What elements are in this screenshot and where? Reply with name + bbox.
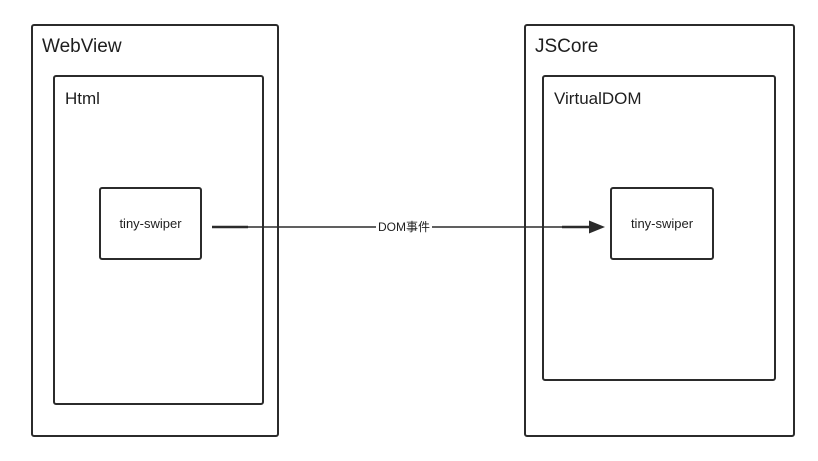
virtualdom-title: VirtualDOM [554, 89, 642, 108]
webview-title: WebView [42, 36, 122, 57]
html-title: Html [65, 89, 100, 108]
tiny-swiper-node-left: tiny-swiper [99, 187, 202, 260]
jscore-title: JSCore [535, 36, 599, 57]
tiny-swiper-label-left: tiny-swiper [119, 216, 182, 231]
dom-event-label: DOM事件 [376, 219, 432, 235]
tiny-swiper-label-right: tiny-swiper [630, 216, 694, 231]
arrowhead-icon [589, 220, 605, 234]
html-container: Html [53, 75, 264, 405]
tiny-swiper-node-right: tiny-swiper [610, 187, 714, 260]
